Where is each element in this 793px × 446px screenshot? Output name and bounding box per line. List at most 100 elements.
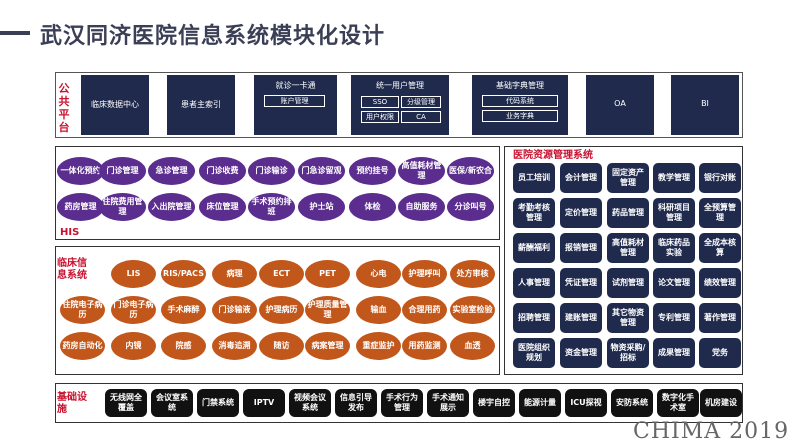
infra-module-13[interactable]: 数字化手术室 (657, 389, 699, 417)
clinical-module-1[interactable]: LIS (111, 260, 156, 288)
his-module-1[interactable]: 一体化预约 (57, 157, 104, 185)
clinical-module-18[interactable]: 药房自动化 (60, 332, 105, 360)
his-module-8[interactable]: 高值耗材管理 (398, 157, 445, 185)
infra-module-10[interactable]: 能源计量 (519, 389, 561, 417)
clinical-module-13[interactable]: 护理病历 (259, 296, 304, 324)
his-module-18[interactable]: 分诊叫号 (447, 193, 494, 221)
clinical-module-5[interactable]: PET (305, 260, 350, 288)
infra-module-12[interactable]: 安防系统 (611, 389, 653, 417)
infra-module-6[interactable]: 信息引导发布 (335, 389, 377, 417)
clinical-module-11[interactable]: 手术麻醉 (161, 296, 206, 324)
clinical-module-16[interactable]: 合理用药 (402, 296, 447, 324)
platform-sub-business-dict: 业务字典 (482, 110, 558, 122)
hrp-module-18[interactable]: 试剂管理 (607, 268, 649, 298)
platform-sub-level: 分级管理 (401, 96, 441, 108)
clinical-module-21[interactable]: 消毒追溯 (212, 332, 257, 360)
hrp-module-11[interactable]: 薪酬福利 (513, 233, 555, 263)
platform-box-clinical-data-center[interactable]: 临床数据中心 (81, 75, 149, 135)
clinical-module-22[interactable]: 随访 (259, 332, 304, 360)
clinical-module-3[interactable]: 病理 (212, 260, 257, 288)
his-module-12[interactable]: 入出院管理 (148, 193, 195, 221)
his-module-15[interactable]: 护士站 (298, 193, 345, 221)
clinical-module-10[interactable]: 门诊电子病历 (111, 296, 156, 324)
hrp-module-6[interactable]: 考勤考核管理 (513, 198, 555, 228)
his-module-14[interactable]: 手术预约排班 (248, 193, 295, 221)
public-platform-label: 公共平台 (58, 82, 70, 134)
clinical-module-8[interactable]: 处方审核 (450, 260, 495, 288)
hrp-module-25[interactable]: 著作管理 (699, 303, 741, 333)
clinical-module-25[interactable]: 用药监测 (402, 332, 447, 360)
hrp-module-9[interactable]: 科研项目管理 (653, 198, 695, 228)
clinical-module-7[interactable]: 护理呼叫 (402, 260, 447, 288)
clinical-module-17[interactable]: 实验室检验 (450, 296, 495, 324)
platform-box-dictionary[interactable]: 基础字典管理 代码系统 业务字典 (472, 75, 568, 135)
hrp-module-7[interactable]: 定价管理 (560, 198, 602, 228)
his-module-4[interactable]: 门诊收费 (199, 157, 246, 185)
his-module-13[interactable]: 床位管理 (199, 193, 246, 221)
clinical-module-20[interactable]: 院感 (161, 332, 206, 360)
his-module-11[interactable]: 住院费用管理 (99, 193, 146, 221)
hrp-module-19[interactable]: 论文管理 (653, 268, 695, 298)
clinical-module-23[interactable]: 病案管理 (305, 332, 350, 360)
hrp-module-2[interactable]: 会计管理 (560, 163, 602, 193)
clinical-module-24[interactable]: 重症监护 (356, 332, 401, 360)
clinical-module-15[interactable]: 输血 (356, 296, 401, 324)
hrp-module-12[interactable]: 报销管理 (560, 233, 602, 263)
clinical-module-2[interactable]: RIS/PACS (161, 260, 206, 288)
hrp-module-24[interactable]: 专利管理 (653, 303, 695, 333)
clinical-module-4[interactable]: ECT (259, 260, 304, 288)
infra-module-8[interactable]: 手术通知展示 (427, 389, 469, 417)
platform-box-patient-index[interactable]: 患者主索引 (167, 75, 235, 135)
infra-module-5[interactable]: 视频会议系统 (289, 389, 331, 417)
hrp-module-1[interactable]: 员工培训 (513, 163, 555, 193)
infra-module-11[interactable]: ICU探视 (565, 389, 607, 417)
platform-box-user-management[interactable]: 统一用户管理 SSO 分级管理 用户权限 CA (351, 75, 449, 135)
clinical-module-26[interactable]: 血透 (450, 332, 495, 360)
infra-module-14[interactable]: 机房建设 (700, 389, 742, 417)
infra-module-4[interactable]: IPTV (243, 389, 285, 417)
platform-box-one-card[interactable]: 就诊一卡通 账户管理 (254, 75, 337, 135)
hrp-module-29[interactable]: 成果管理 (653, 338, 695, 368)
his-module-17[interactable]: 自助服务 (398, 193, 445, 221)
clinical-module-12[interactable]: 门诊输液 (212, 296, 257, 324)
clinical-module-19[interactable]: 内镜 (111, 332, 156, 360)
hrp-module-4[interactable]: 教学管理 (653, 163, 695, 193)
hrp-module-3[interactable]: 固定资产管理 (607, 163, 649, 193)
clinical-module-14[interactable]: 护理质量管理 (305, 296, 350, 324)
clinical-module-6[interactable]: 心电 (356, 260, 401, 288)
infra-module-7[interactable]: 手术行为管理 (381, 389, 423, 417)
hrp-module-5[interactable]: 银行对账 (699, 163, 741, 193)
hrp-module-27[interactable]: 资金管理 (560, 338, 602, 368)
hrp-module-23[interactable]: 其它物资管理 (607, 303, 649, 333)
hrp-module-10[interactable]: 全预算管理 (699, 198, 741, 228)
his-module-6[interactable]: 门急诊留观 (298, 157, 345, 185)
his-module-5[interactable]: 门诊输诊 (248, 157, 295, 185)
infra-module-3[interactable]: 门禁系统 (197, 389, 239, 417)
infra-module-9[interactable]: 楼宇自控 (473, 389, 515, 417)
infra-module-2[interactable]: 会议室系统 (151, 389, 193, 417)
page-title: 武汉同济医院信息系统模块化设计 (40, 24, 386, 49)
his-module-9[interactable]: 医保/新农合 (447, 157, 494, 185)
his-module-2[interactable]: 门诊管理 (99, 157, 146, 185)
hrp-module-8[interactable]: 药品管理 (607, 198, 649, 228)
hrp-module-17[interactable]: 凭证管理 (560, 268, 602, 298)
hrp-module-30[interactable]: 党务 (699, 338, 741, 368)
hrp-module-26[interactable]: 医院组织规划 (513, 338, 555, 368)
his-module-10[interactable]: 药房管理 (57, 193, 104, 221)
his-module-16[interactable]: 体检 (349, 193, 396, 221)
his-module-7[interactable]: 预约挂号 (349, 157, 396, 185)
platform-box-oa[interactable]: OA (586, 75, 654, 135)
clinical-module-9[interactable]: 住院电子病历 (60, 296, 105, 324)
infra-module-1[interactable]: 无线网全覆盖 (105, 389, 147, 417)
hrp-module-15[interactable]: 全成本核算 (699, 233, 741, 263)
hrp-module-22[interactable]: 建账管理 (560, 303, 602, 333)
hrp-module-28[interactable]: 物资采购/招标 (607, 338, 649, 368)
his-module-3[interactable]: 急诊管理 (148, 157, 195, 185)
platform-box-bi[interactable]: BI (671, 75, 739, 135)
hrp-module-16[interactable]: 人事管理 (513, 268, 555, 298)
hrp-module-20[interactable]: 绩效管理 (699, 268, 741, 298)
infrastructure-label: 基础设施 (57, 392, 87, 415)
hrp-module-14[interactable]: 临床药品实验 (653, 233, 695, 263)
hrp-module-13[interactable]: 高值耗材管理 (607, 233, 649, 263)
hrp-module-21[interactable]: 招聘管理 (513, 303, 555, 333)
